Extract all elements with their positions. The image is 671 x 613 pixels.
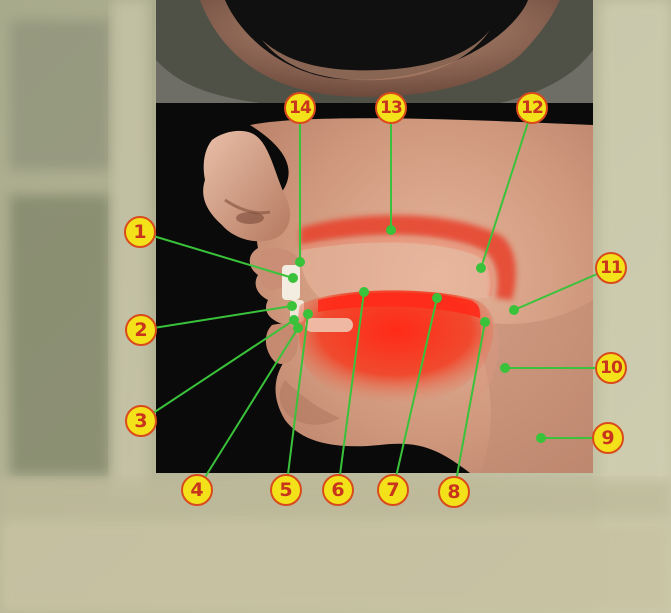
callout-2: 2 [125, 314, 157, 346]
leader-line-4 [197, 328, 298, 490]
leader-line-8 [454, 322, 485, 492]
leader-dot-3 [290, 316, 298, 324]
callout-4: 4 [181, 474, 213, 506]
leader-dot-14 [296, 258, 304, 266]
callout-6: 6 [322, 474, 354, 506]
leader-dot-8 [481, 318, 489, 326]
leader-dot-11 [510, 306, 518, 314]
callout-10: 10 [595, 352, 627, 384]
callout-7: 7 [377, 474, 409, 506]
callout-1: 1 [124, 216, 156, 248]
callout-12: 12 [516, 92, 548, 124]
leader-line-7 [393, 298, 437, 490]
callout-3: 3 [125, 405, 157, 437]
callout-8: 8 [438, 476, 470, 508]
leader-dot-6 [360, 288, 368, 296]
leader-dot-2 [288, 302, 296, 310]
leader-dot-5 [304, 310, 312, 318]
callout-9: 9 [592, 422, 624, 454]
leader-dot-1 [289, 274, 297, 282]
leader-dot-13 [387, 226, 395, 234]
leader-dot-12 [477, 264, 485, 272]
leader-dot-4 [294, 324, 302, 332]
leader-dot-9 [537, 434, 545, 442]
leader-line-6 [338, 292, 364, 490]
leader-line-1 [140, 232, 293, 278]
leader-dot-7 [433, 294, 441, 302]
callout-11: 11 [595, 252, 627, 284]
leader-dot-10 [501, 364, 509, 372]
leader-line-2 [141, 306, 292, 330]
leader-line-12 [481, 110, 532, 268]
callout-13: 13 [375, 92, 407, 124]
callout-14: 14 [284, 92, 316, 124]
callout-5: 5 [270, 474, 302, 506]
